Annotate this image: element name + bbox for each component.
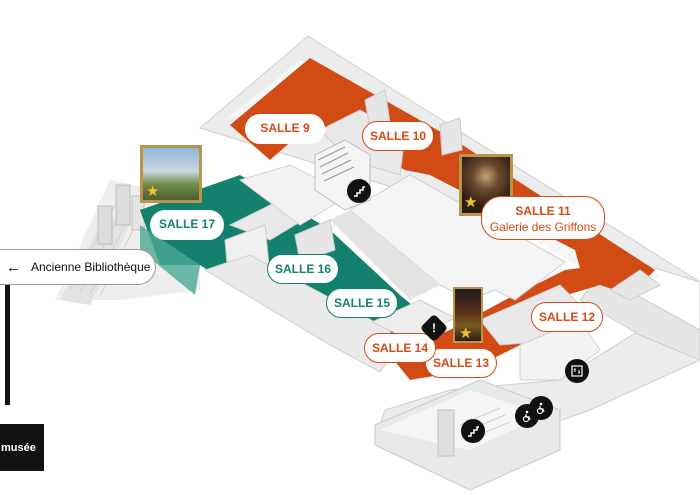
room-label-salle-11[interactable]: SALLE 11 Galerie des Griffons	[481, 196, 605, 240]
room-label-salle-16[interactable]: SALLE 16	[267, 254, 339, 284]
room-label-text: SALLE 13	[432, 356, 489, 370]
room-label-text: SALLE 11	[515, 204, 571, 218]
artwork-saint[interactable]	[453, 287, 483, 343]
room-label-salle-15[interactable]: SALLE 15	[326, 288, 398, 318]
back-to-ancienne-bibliotheque[interactable]: ← Ancienne Bibliothèque	[0, 249, 156, 285]
arrow-left-icon: ←	[6, 258, 21, 276]
musee-label: musée	[1, 441, 36, 454]
stairs-icon[interactable]	[461, 419, 485, 443]
stairs-icon[interactable]	[347, 179, 371, 203]
alert-mark: !	[432, 321, 436, 335]
room-label-text: SALLE 16	[274, 262, 331, 276]
musee-button[interactable]: musée	[0, 424, 44, 471]
room-label-salle-13[interactable]: SALLE 13	[425, 348, 497, 378]
room-sublabel: Galerie des Griffons	[489, 220, 597, 234]
artwork-landscape[interactable]	[140, 145, 202, 203]
room-label-text: SALLE 17	[158, 217, 215, 231]
room-label-salle-14[interactable]: SALLE 14	[364, 333, 436, 363]
room-label-text: SALLE 10	[369, 129, 426, 143]
elevator-icon[interactable]	[565, 359, 589, 383]
room-label-salle-10[interactable]: SALLE 10	[362, 121, 434, 151]
room-label-salle-12[interactable]: SALLE 12	[531, 302, 603, 332]
star-icon: ★	[464, 194, 478, 211]
room-label-text: SALLE 14	[371, 341, 428, 355]
room-label-text: SALLE 12	[538, 310, 595, 324]
nav-label: Ancienne Bibliothèque	[31, 260, 151, 274]
room-label-salle-9[interactable]: SALLE 9	[245, 114, 325, 144]
star-icon: ★	[459, 325, 473, 342]
wheelchair-icon[interactable]	[529, 396, 553, 420]
room-label-text: SALLE 9	[260, 121, 310, 135]
route-line	[5, 285, 10, 405]
star-icon: ★	[146, 183, 160, 200]
room-label-text: SALLE 15	[333, 296, 390, 310]
room-label-salle-17[interactable]: SALLE 17	[150, 210, 224, 240]
